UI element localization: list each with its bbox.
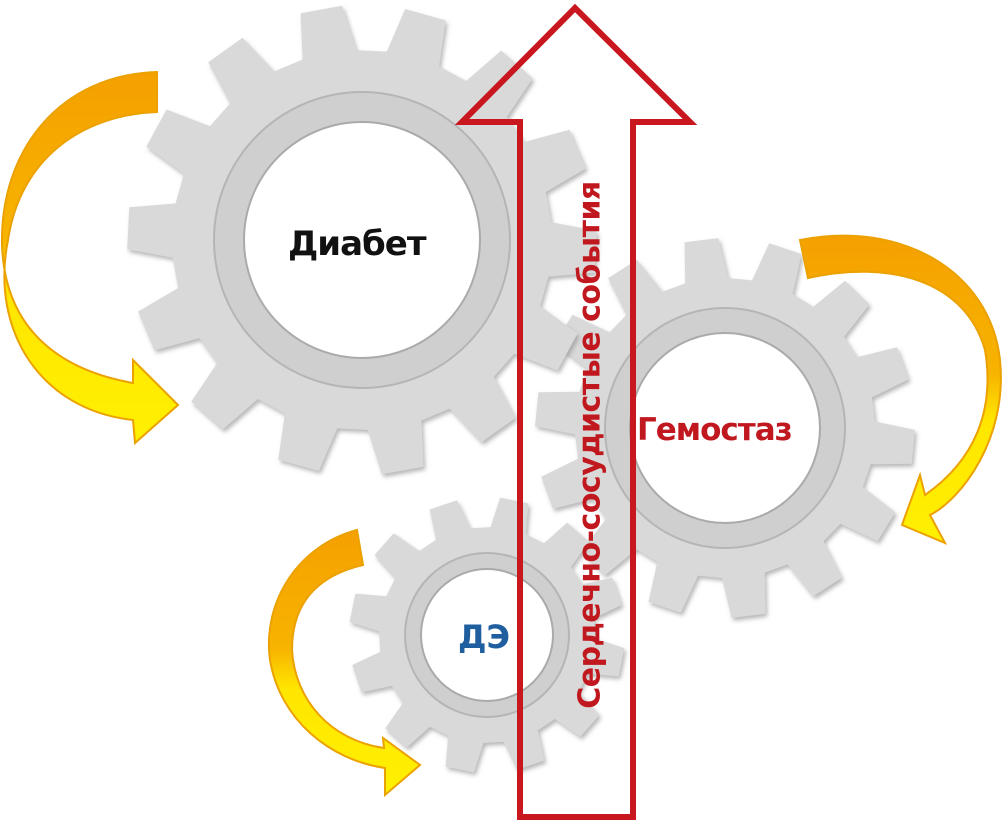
label-hemostasis: Гемостаз [637, 412, 793, 448]
cycle-arrow-bottom [267, 528, 422, 798]
label-de: ДЭ [458, 618, 510, 656]
label-cardiovascular-events: Сердечно-сосудистые события [572, 181, 608, 709]
cycle-arrow-left [0, 70, 180, 446]
label-diabetes: Диабет [288, 224, 427, 264]
cycle-arrow-right [798, 234, 1002, 546]
upward-arrow [454, 3, 698, 820]
gear-diabetes-hub [243, 121, 481, 359]
